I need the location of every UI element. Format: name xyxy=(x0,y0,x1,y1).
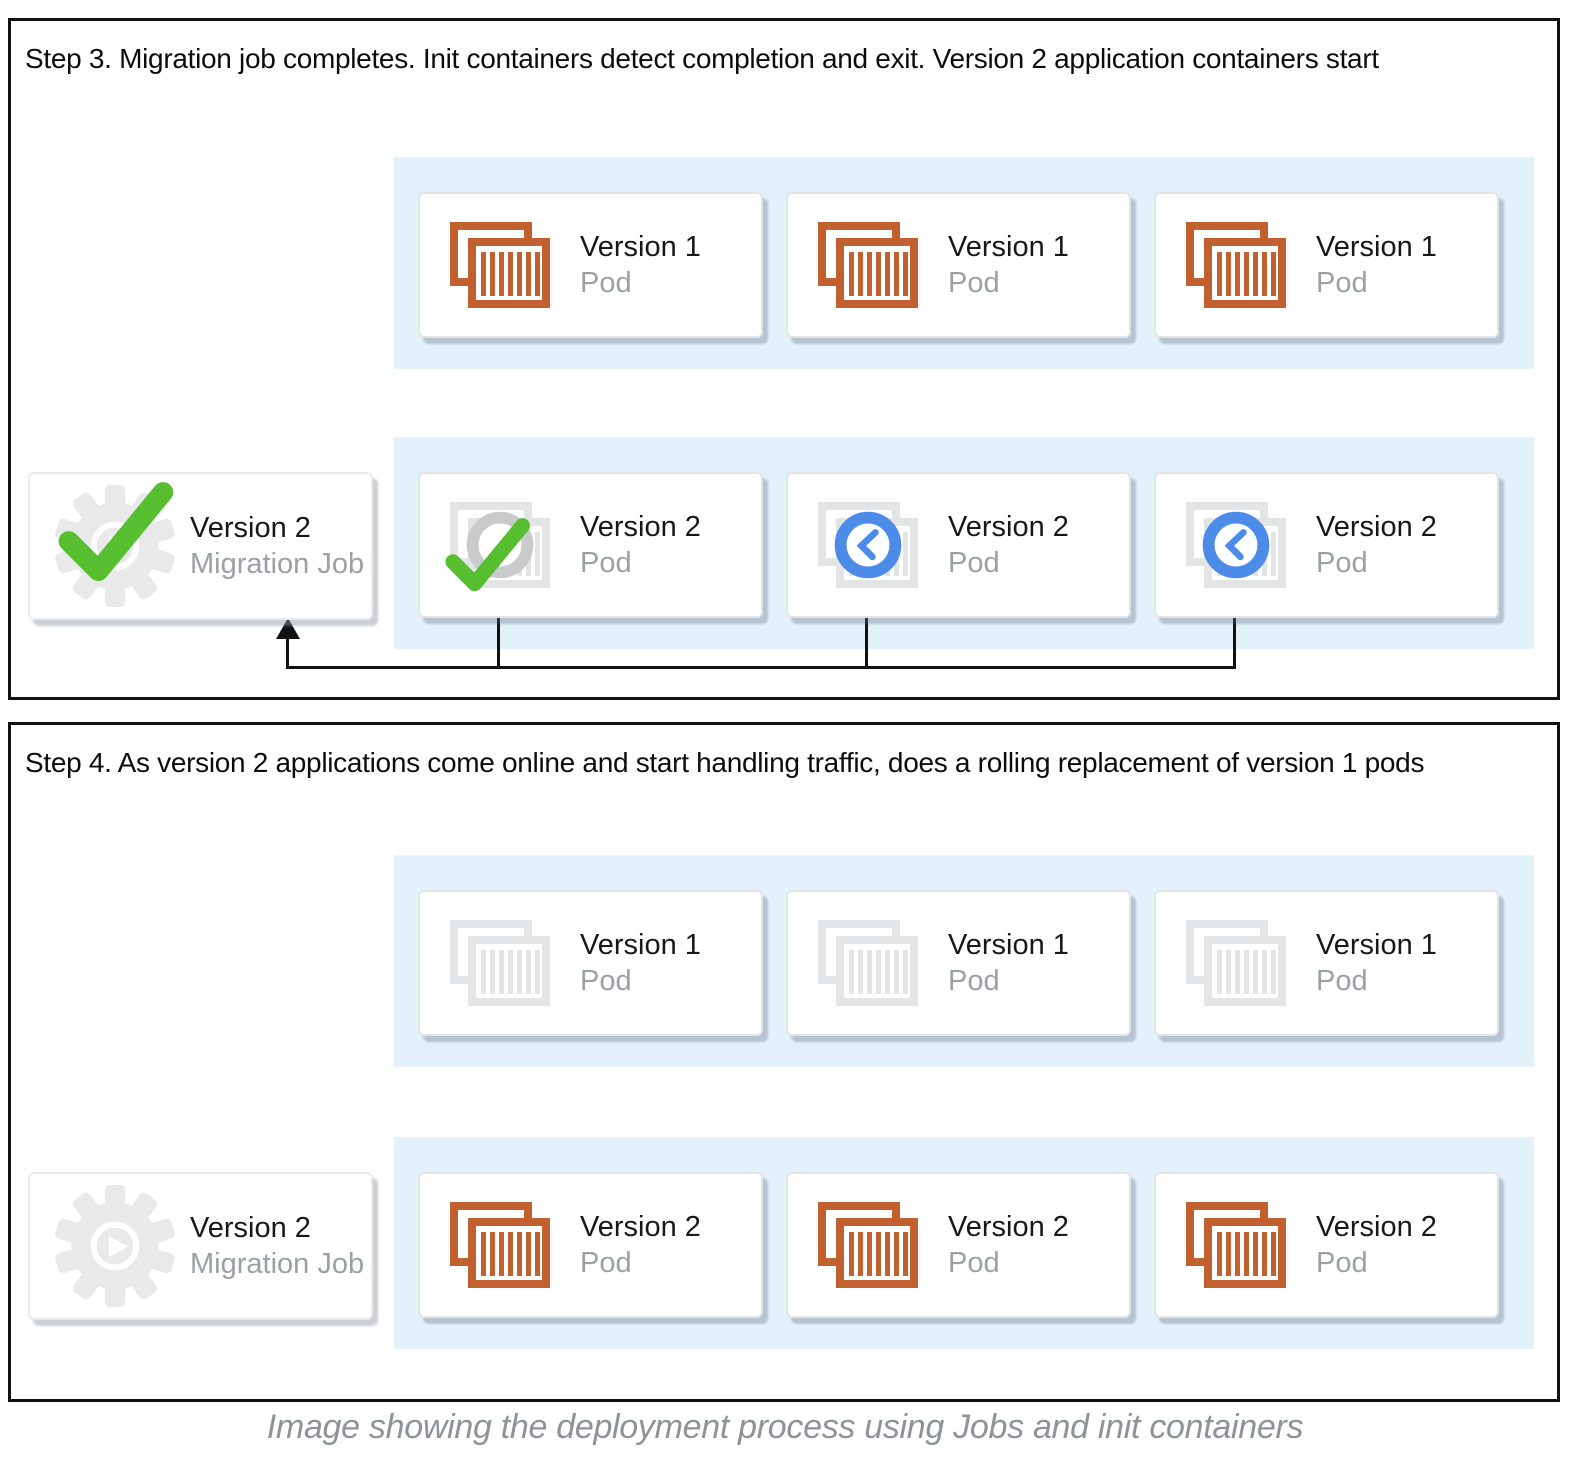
pod-title: Version 1 xyxy=(1316,929,1437,961)
gear-play-icon xyxy=(54,485,176,607)
pod-card-text: Version 2 Pod xyxy=(1316,1209,1437,1281)
pod-subtitle: Pod xyxy=(1316,965,1368,997)
containers-icon xyxy=(448,1200,552,1290)
containers-icon xyxy=(816,220,920,310)
migration-job-subtitle: Migration Job xyxy=(190,548,365,580)
containers-icon xyxy=(448,500,552,590)
containers-icon xyxy=(1184,500,1288,590)
step4-title: Step 4. As version 2 applications come o… xyxy=(25,747,1425,778)
containers-icon xyxy=(1184,918,1288,1008)
containers-icon xyxy=(448,918,552,1008)
migration-job-title: Version 2 xyxy=(190,512,311,544)
pod-card-text: Version 1 Pod xyxy=(948,927,1069,999)
pod-title: Version 2 xyxy=(580,1211,701,1243)
pod-card: Version 2 Pod xyxy=(786,1172,1131,1318)
pod-card: Version 2 Pod xyxy=(1154,1172,1499,1318)
containers-icon xyxy=(816,918,920,1008)
pod-title: Version 1 xyxy=(1316,231,1437,263)
step4-version1-band: Version 1 Pod Version 1 Pod xyxy=(394,855,1534,1067)
pod-subtitle: Pod xyxy=(1316,1247,1368,1279)
pod-subtitle: Pod xyxy=(580,1247,632,1279)
check-icon xyxy=(442,516,532,594)
pod-card: Version 2 Pod xyxy=(786,472,1131,618)
pod-subtitle: Pod xyxy=(948,965,1000,997)
migration-job-card: Version 2 Migration Job xyxy=(28,472,373,620)
pod-subtitle: Pod xyxy=(580,547,632,579)
pod-card: Version 2 Pod xyxy=(418,1172,763,1318)
image-caption: Image showing the deployment process usi… xyxy=(266,1408,1304,1446)
step4-version2-band: Version 2 Pod Version 2 Pod xyxy=(394,1137,1534,1349)
pod-card: Version 1 Pod xyxy=(1154,890,1499,1036)
step3-panel: Step 3. Migration job completes. Init co… xyxy=(8,18,1560,700)
pod-subtitle: Pod xyxy=(580,965,632,997)
pod-card-text: Version 2 Pod xyxy=(948,509,1069,581)
pod-card: Version 2 Pod xyxy=(1154,472,1499,618)
migration-job-text: Version 2 Migration Job xyxy=(190,1210,364,1282)
step3-version1-band: Version 1 Pod Version 1 Pod xyxy=(394,157,1534,369)
pod-card-text: Version 2 Pod xyxy=(580,1209,701,1281)
pod-card: Version 2 Pod xyxy=(418,472,763,618)
pod-card-text: Version 1 Pod xyxy=(948,229,1069,301)
containers-icon xyxy=(816,1200,920,1290)
pod-subtitle: Pod xyxy=(948,1247,1000,1279)
step3-title: Step 3. Migration job completes. Init co… xyxy=(25,43,1379,74)
pod-subtitle: Pod xyxy=(948,267,1000,299)
migration-job-text: Version 2 Migration Job xyxy=(190,510,364,582)
pod-card-text: Version 2 Pod xyxy=(580,509,701,581)
step3-version2-row: Version 2 Pod Version 2 Pod xyxy=(394,437,1534,618)
pod-card-text: Version 1 Pod xyxy=(1316,927,1437,999)
connector-line xyxy=(286,666,1236,669)
pod-title: Version 1 xyxy=(580,929,701,961)
pod-subtitle: Pod xyxy=(1316,547,1368,579)
clock-icon xyxy=(1199,508,1273,582)
containers-icon xyxy=(816,500,920,590)
containers-icon xyxy=(448,220,552,310)
connector-line xyxy=(286,637,289,669)
pod-subtitle: Pod xyxy=(1316,267,1368,299)
pod-card: Version 1 Pod xyxy=(418,192,763,338)
pod-card: Version 1 Pod xyxy=(418,890,763,1036)
step3-version2-band: Version 2 Pod Version 2 Pod xyxy=(394,437,1534,649)
containers-icon xyxy=(1184,220,1288,310)
step4-panel: Step 4. As version 2 applications come o… xyxy=(8,722,1560,1402)
pod-card-text: Version 2 Pod xyxy=(1316,509,1437,581)
check-icon xyxy=(54,479,176,585)
pod-title: Version 2 xyxy=(948,1211,1069,1243)
pod-card: Version 1 Pod xyxy=(1154,192,1499,338)
pod-subtitle: Pod xyxy=(948,547,1000,579)
pod-title: Version 2 xyxy=(948,511,1069,543)
pod-card-text: Version 2 Pod xyxy=(948,1209,1069,1281)
pod-card-text: Version 1 Pod xyxy=(580,229,701,301)
pod-title: Version 1 xyxy=(948,231,1069,263)
step4-version1-row: Version 1 Pod Version 1 Pod xyxy=(394,855,1534,1036)
step3-version1-row: Version 1 Pod Version 1 Pod xyxy=(394,157,1534,338)
connector-line xyxy=(1233,618,1236,669)
pod-title: Version 1 xyxy=(948,929,1069,961)
pod-subtitle: Pod xyxy=(580,267,632,299)
pod-title: Version 2 xyxy=(1316,511,1437,543)
migration-job-subtitle: Migration Job xyxy=(190,1248,365,1280)
pod-title: Version 1 xyxy=(580,231,701,263)
arrow-head-icon xyxy=(276,618,300,639)
connector-line xyxy=(497,618,500,669)
pod-card-text: Version 1 Pod xyxy=(1316,229,1437,301)
step4-version2-row: Version 2 Pod Version 2 Pod xyxy=(394,1137,1534,1318)
pod-title: Version 2 xyxy=(1316,1211,1437,1243)
pod-card: Version 1 Pod xyxy=(786,192,1131,338)
gear-play-icon xyxy=(54,1185,176,1307)
clock-icon xyxy=(831,508,905,582)
pod-card-text: Version 1 Pod xyxy=(580,927,701,999)
migration-job-title: Version 2 xyxy=(190,1212,311,1244)
pod-title: Version 2 xyxy=(580,511,701,543)
migration-job-card: Version 2 Migration Job xyxy=(28,1172,373,1320)
pod-card: Version 1 Pod xyxy=(786,890,1131,1036)
connector-line xyxy=(865,618,868,669)
containers-icon xyxy=(1184,1200,1288,1290)
